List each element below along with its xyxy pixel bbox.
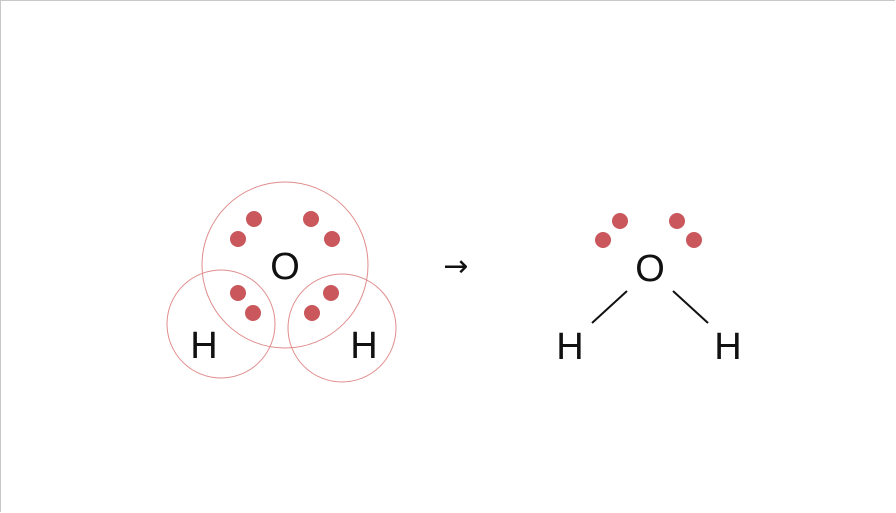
electron-lone-pair-4a [669, 213, 685, 229]
hydrogen-left-label: H [190, 325, 217, 367]
electron-shared-right-a [323, 285, 339, 301]
electron-shared-left-a [230, 285, 246, 301]
oxygen-label-structural: O [635, 248, 665, 290]
electron-shared-right-b [304, 305, 320, 321]
structural-formula: O H H [556, 213, 742, 368]
electron-dot-model: O H H [166, 181, 397, 383]
oxygen-shell [201, 181, 369, 349]
bond-left [591, 290, 628, 324]
hydrogen-right-label: H [350, 325, 377, 367]
electron-lone-pair-3b [595, 232, 611, 248]
electron-lone-pair-1b [230, 231, 246, 247]
hydrogen-right-shell [287, 273, 397, 383]
hydrogen-right-label-structural: H [714, 326, 741, 368]
electron-lone-pair-2a [303, 211, 319, 227]
hydrogen-left-shell [166, 269, 276, 379]
reaction-arrow: → [443, 249, 468, 284]
bond-right [672, 290, 709, 324]
electron-lone-pair-1a [246, 211, 262, 227]
hydrogen-left-label-structural: H [556, 326, 583, 368]
electron-lone-pair-3a [612, 213, 628, 229]
oxygen-label: O [270, 246, 300, 288]
electron-lone-pair-2b [324, 231, 340, 247]
electron-shared-left-b [245, 305, 261, 321]
electron-lone-pair-4b [686, 232, 702, 248]
